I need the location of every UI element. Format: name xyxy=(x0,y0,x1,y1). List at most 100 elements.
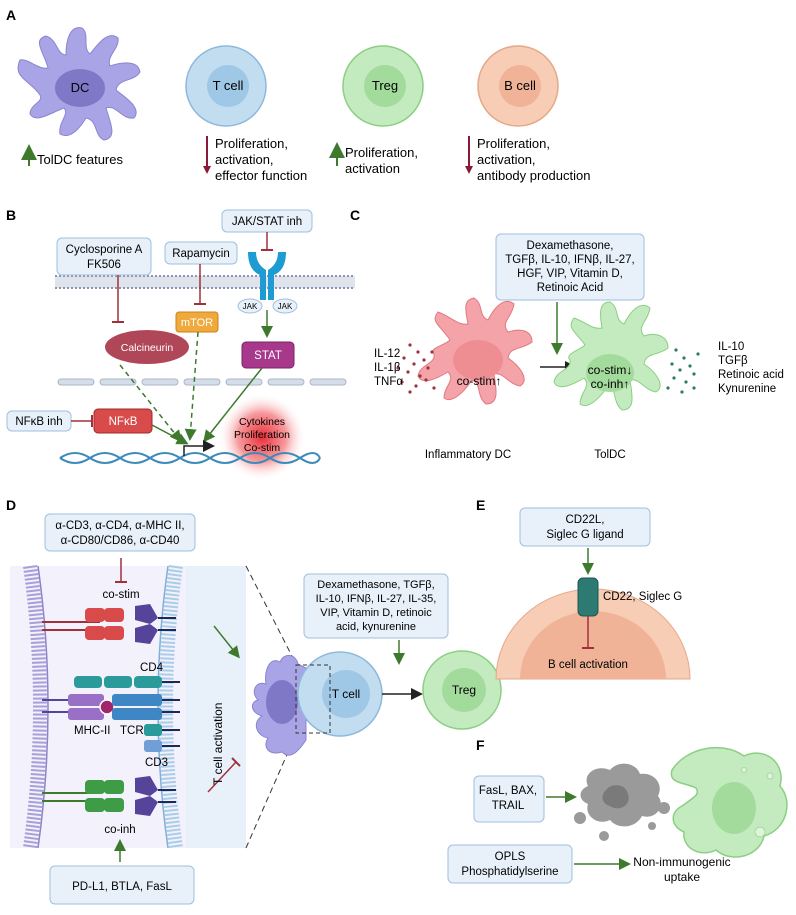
toldc-cytokine-1: IL-10 xyxy=(718,341,744,353)
uptake-line-1: Non-immunogenic xyxy=(633,855,730,869)
treg-stimuli-line-2: IL-10, IFNβ, IL-27, IL-35, xyxy=(316,593,437,605)
inflammatory-cytokine-3: TNFα xyxy=(374,376,403,388)
dendritic-cell-icon xyxy=(17,27,141,141)
inflammatory-cytokine-2: IL-1β xyxy=(374,362,401,374)
tcell-effect-line-2: activation, xyxy=(215,152,274,167)
jakstat-inhibitor-label: JAK/STAT inh xyxy=(232,216,302,228)
treg-stimuli-line-1: Dexamethasone, TGFβ, xyxy=(317,579,434,591)
siglec-ligand-line-2: Siglec G ligand xyxy=(546,529,623,541)
plasma-membrane xyxy=(55,275,355,289)
nfkb-label: NFκB xyxy=(109,416,138,428)
zoom-line xyxy=(245,565,297,665)
tcell-activation-label: T cell activation xyxy=(211,703,225,785)
synapse-treg-label: Treg xyxy=(452,683,476,697)
treg-effect-line-1: Proliferation, xyxy=(345,145,418,160)
cd3-icon xyxy=(144,724,180,752)
phosphatidylserine-line-1: OPLS xyxy=(495,851,526,863)
activation-arrow xyxy=(213,625,240,659)
toldc-state-1: co-stim↓ xyxy=(588,363,633,377)
dna-icon xyxy=(59,452,321,464)
bcell-effect-line-2: activation, xyxy=(477,152,536,167)
tol-stimuli-line-1: Dexamethasone, xyxy=(527,240,614,252)
toldc-cytokine-3: Retinoic acid xyxy=(718,369,784,381)
transcription-start-arrow xyxy=(183,440,215,456)
nfkb-icon xyxy=(93,408,153,434)
inflammatory-cytokine-dots xyxy=(396,343,436,394)
jak-left-label: JAK xyxy=(243,302,258,311)
mtor-icon xyxy=(175,311,219,333)
tol-stimuli-box xyxy=(495,233,645,301)
tolerogenic-cytokine-dots xyxy=(666,348,700,394)
apoptosis-inducer-line-1: FasL, BAX, xyxy=(479,785,537,797)
output-line-2: Proliferation xyxy=(234,429,290,441)
cytokine-receptor-icon xyxy=(248,252,286,300)
jak-right-label: JAK xyxy=(278,302,293,311)
treg-icon xyxy=(422,650,502,730)
toldc-cytokine-2: TGFβ xyxy=(718,355,748,367)
tcell-region xyxy=(186,566,246,848)
cd3-label: CD3 xyxy=(145,757,168,769)
antibody-box xyxy=(44,513,196,552)
down-arrow-icon xyxy=(465,136,473,174)
antibody-line-2: α-CD80/CD86, α-CD40 xyxy=(61,535,180,547)
siglec-ligand-line-1: CD22L, xyxy=(566,514,605,526)
coinh-label: co-inh xyxy=(104,824,135,836)
tol-stimuli-line-4: Retinoic Acid xyxy=(537,282,603,294)
toldc-state-2: co-inh↑ xyxy=(591,377,630,391)
panel-b-label: B xyxy=(6,207,16,223)
output-line-3: Co-stim xyxy=(244,442,280,454)
tcr-label: TCR xyxy=(120,725,144,737)
panel-c-label: C xyxy=(350,207,360,223)
tol-stimuli-line-3: HGF, VIP, Vitamin D, xyxy=(517,268,623,280)
costim-molecules-icon xyxy=(42,604,176,644)
calcineurin-label: Calcineurin xyxy=(121,342,174,354)
jak-right-icon xyxy=(272,298,298,314)
t-cell-icon xyxy=(185,45,267,127)
treg-stimuli-line-3: VIP, Vitamin D, retinoic xyxy=(320,607,432,619)
stat-icon xyxy=(241,341,295,369)
jak-left-icon xyxy=(237,298,263,314)
inflammatory-dc-icon xyxy=(417,297,533,405)
down-arrow-icon xyxy=(203,136,211,174)
panel-a-label: A xyxy=(6,7,16,23)
receptor-label: CD22, Siglec G xyxy=(603,591,682,603)
b-cell-icon xyxy=(477,45,559,127)
dc-effect-line-1: TolDC features xyxy=(37,152,123,167)
mhc-tcr-complex-icon xyxy=(42,694,180,720)
siglec-ligand-box xyxy=(519,507,651,547)
stat-label: STAT xyxy=(254,350,282,362)
tolerogenic-dc-icon xyxy=(553,301,669,411)
inflammatory-dc-name: Inflammatory DC xyxy=(425,449,511,461)
inflammatory-dc-state: co-stim↑ xyxy=(457,374,502,388)
nuclear-envelope xyxy=(57,378,347,386)
bcell-effect-line-1: Proliferation, xyxy=(477,136,550,151)
panel-f-label: F xyxy=(476,737,485,753)
nfkb-inhibitor-label: NFκB inh xyxy=(15,416,62,428)
inhibition-bar xyxy=(231,757,241,767)
rapamycin-label: Rapamycin xyxy=(172,248,230,260)
cyclosporine-line-2: FK506 xyxy=(87,259,121,271)
mtor-label: mTOR xyxy=(181,317,213,329)
treg-icon xyxy=(342,45,424,127)
antibody-line-1: α-CD3, α-CD4, α-MHC II, xyxy=(55,520,184,532)
t-cell-label: T cell xyxy=(213,78,244,93)
apoptosis-inducer-line-2: TRAIL xyxy=(492,800,525,812)
cyclosporine-box xyxy=(56,237,152,276)
panel-e-label: E xyxy=(476,497,485,513)
synapse-tcell-label: T cell xyxy=(332,687,360,701)
inhibition-line xyxy=(207,761,237,793)
b-cell-label: B cell xyxy=(504,78,536,93)
phosphatidylserine-line-2: Phosphatidylserine xyxy=(461,866,558,878)
dc-label: DC xyxy=(71,80,90,95)
inhibitory-ligand-label: PD-L1, BTLA, FasL xyxy=(72,881,172,893)
bcell-effect-line-3: antibody production xyxy=(477,168,590,183)
toldc-cytokine-4: Kynurenine xyxy=(718,383,776,395)
mhc-label: MHC-II xyxy=(74,725,110,737)
cyclosporine-line-1: Cyclosporine A xyxy=(66,244,143,256)
dc-tcell-synapse-icon xyxy=(252,651,383,756)
cd22-receptor-icon xyxy=(577,577,599,617)
cd4-label: CD4 xyxy=(140,662,164,674)
treg-stimuli-box xyxy=(303,573,449,639)
macrophage-icon xyxy=(670,746,788,858)
